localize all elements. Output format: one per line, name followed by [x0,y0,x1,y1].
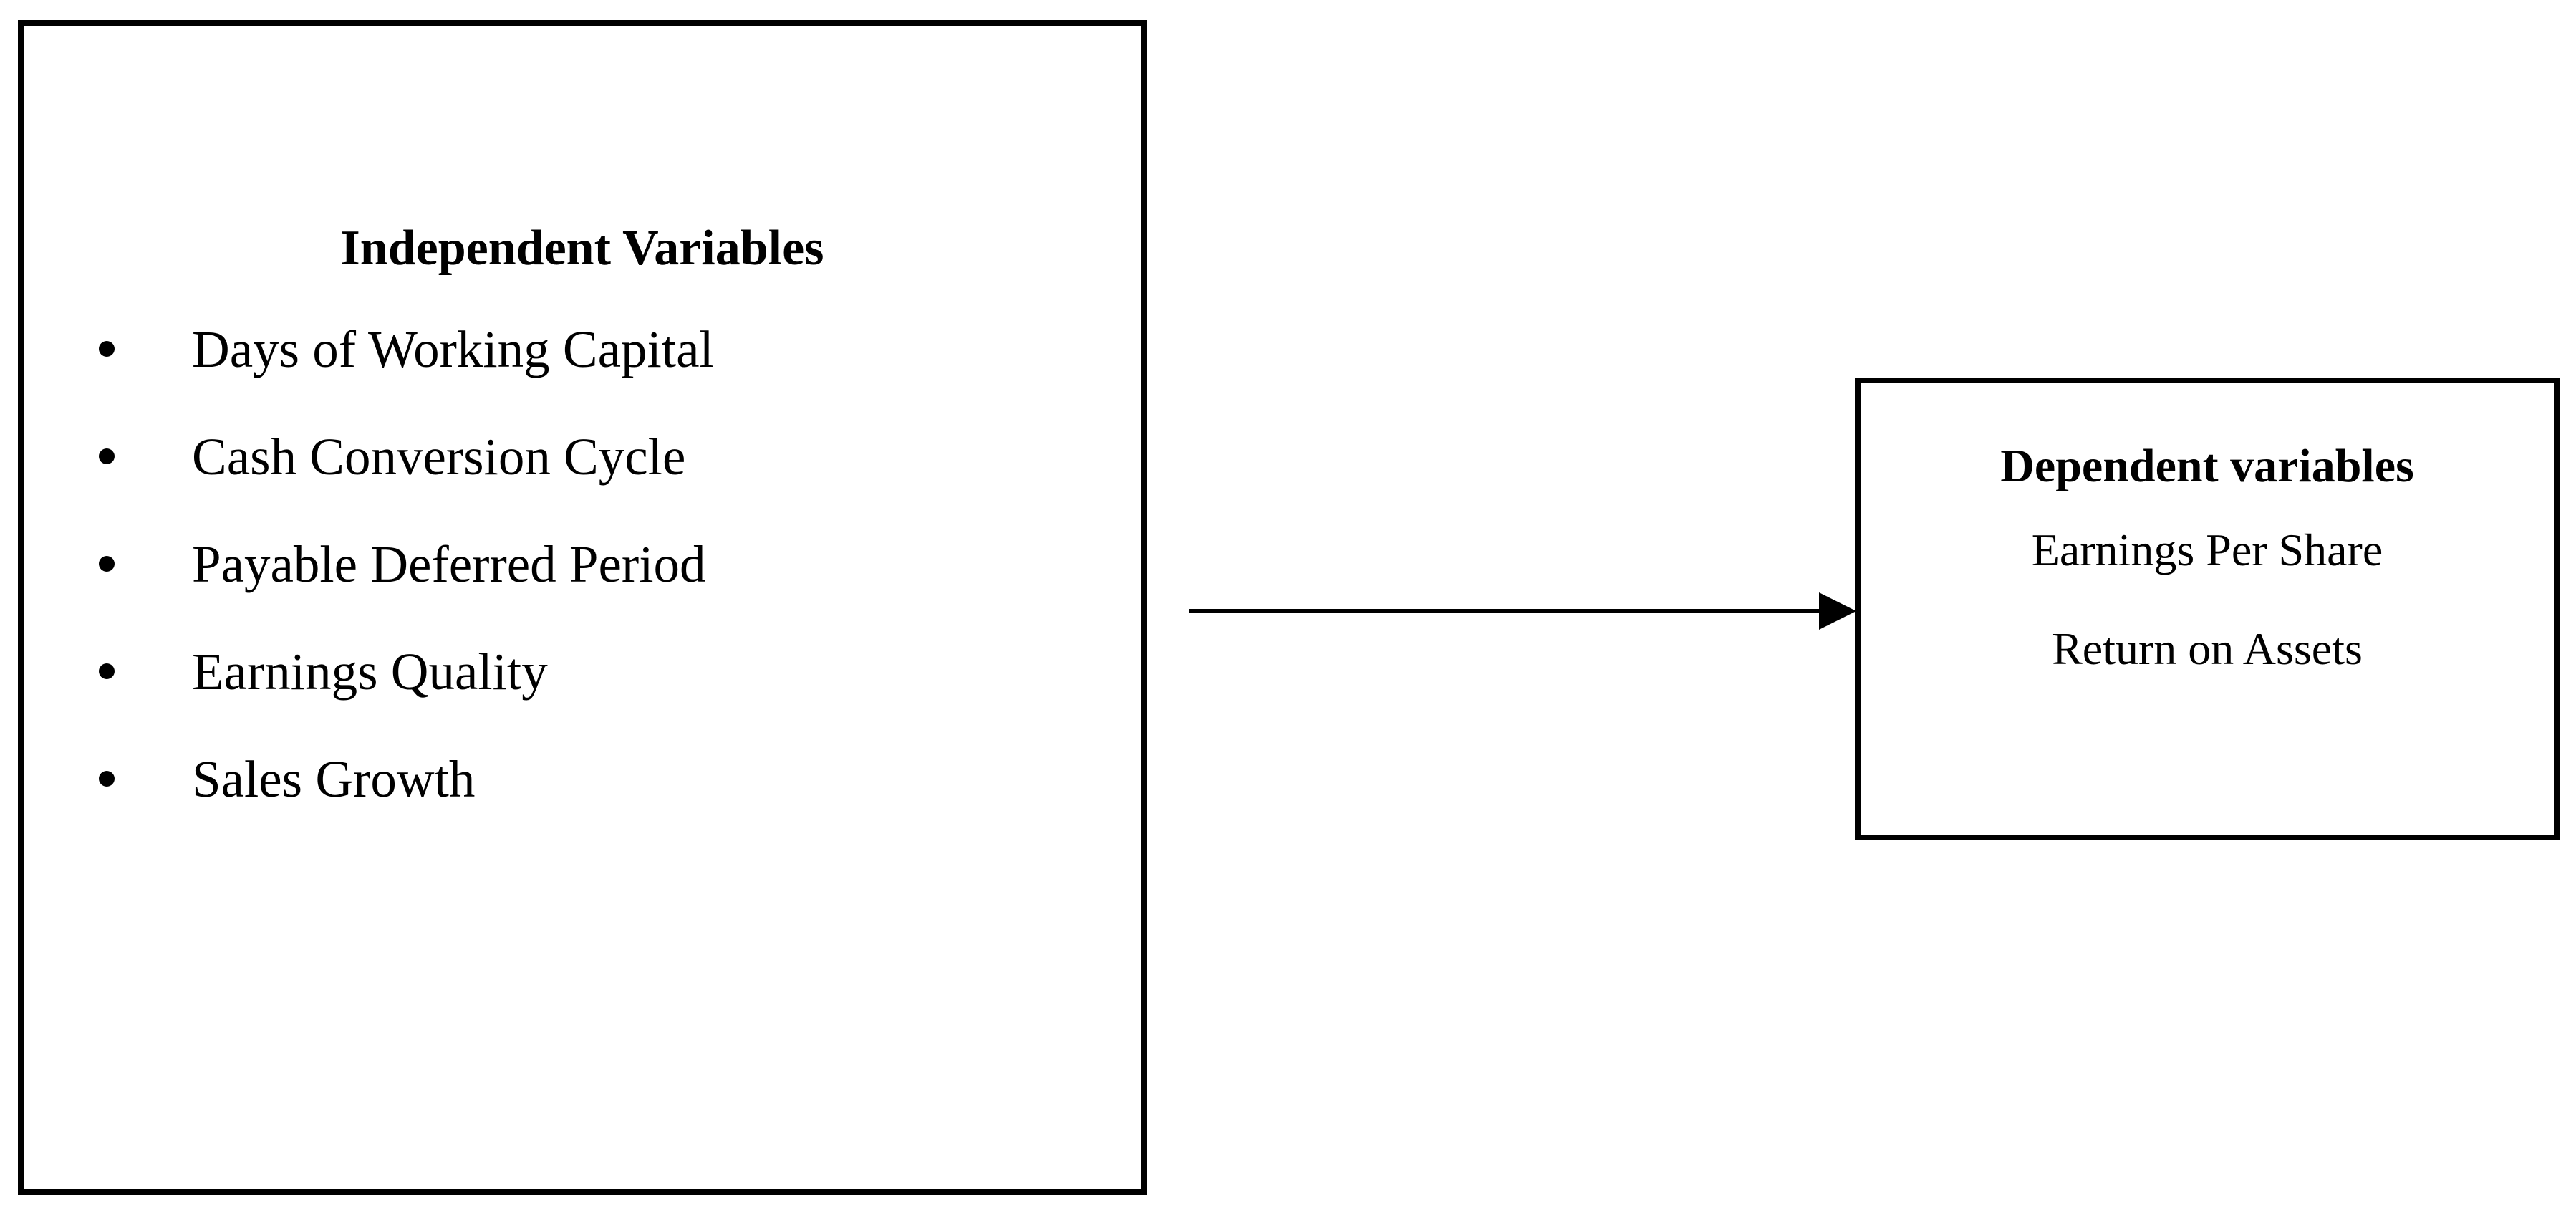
dependent-variable-item: Earnings Per Share [2031,524,2383,575]
bullet-icon [99,771,115,787]
list-item: Sales Growth [24,725,1141,832]
list-item: Cash Conversion Cycle [24,403,1141,510]
list-item-label: Payable Deferred Period [192,534,706,593]
list-item: Days of Working Capital [24,295,1141,403]
bullet-icon [99,341,115,357]
bullet-icon [99,556,115,572]
list-item-label: Earnings Quality [192,642,548,701]
list-item-label: Days of Working Capital [192,320,714,378]
bullet-icon [99,663,115,679]
connector-arrow-line [1189,609,1823,613]
list-item-label: Sales Growth [192,749,476,808]
list-item: Earnings Quality [24,618,1141,725]
independent-variables-box: Independent Variables Days of Working Ca… [18,20,1147,1195]
bullet-icon [99,448,115,464]
independent-variables-list: Days of Working Capital Cash Conversion … [24,295,1141,832]
independent-variables-title: Independent Variables [340,221,824,276]
dependent-variables-box: Dependent variables Earnings Per Share R… [1855,378,2560,840]
list-item: Payable Deferred Period [24,510,1141,618]
dependent-variables-title: Dependent variables [2000,440,2414,492]
arrowhead-right-icon [1819,592,1856,630]
list-item-label: Cash Conversion Cycle [192,427,686,486]
dependent-variable-item: Return on Assets [2052,623,2363,674]
